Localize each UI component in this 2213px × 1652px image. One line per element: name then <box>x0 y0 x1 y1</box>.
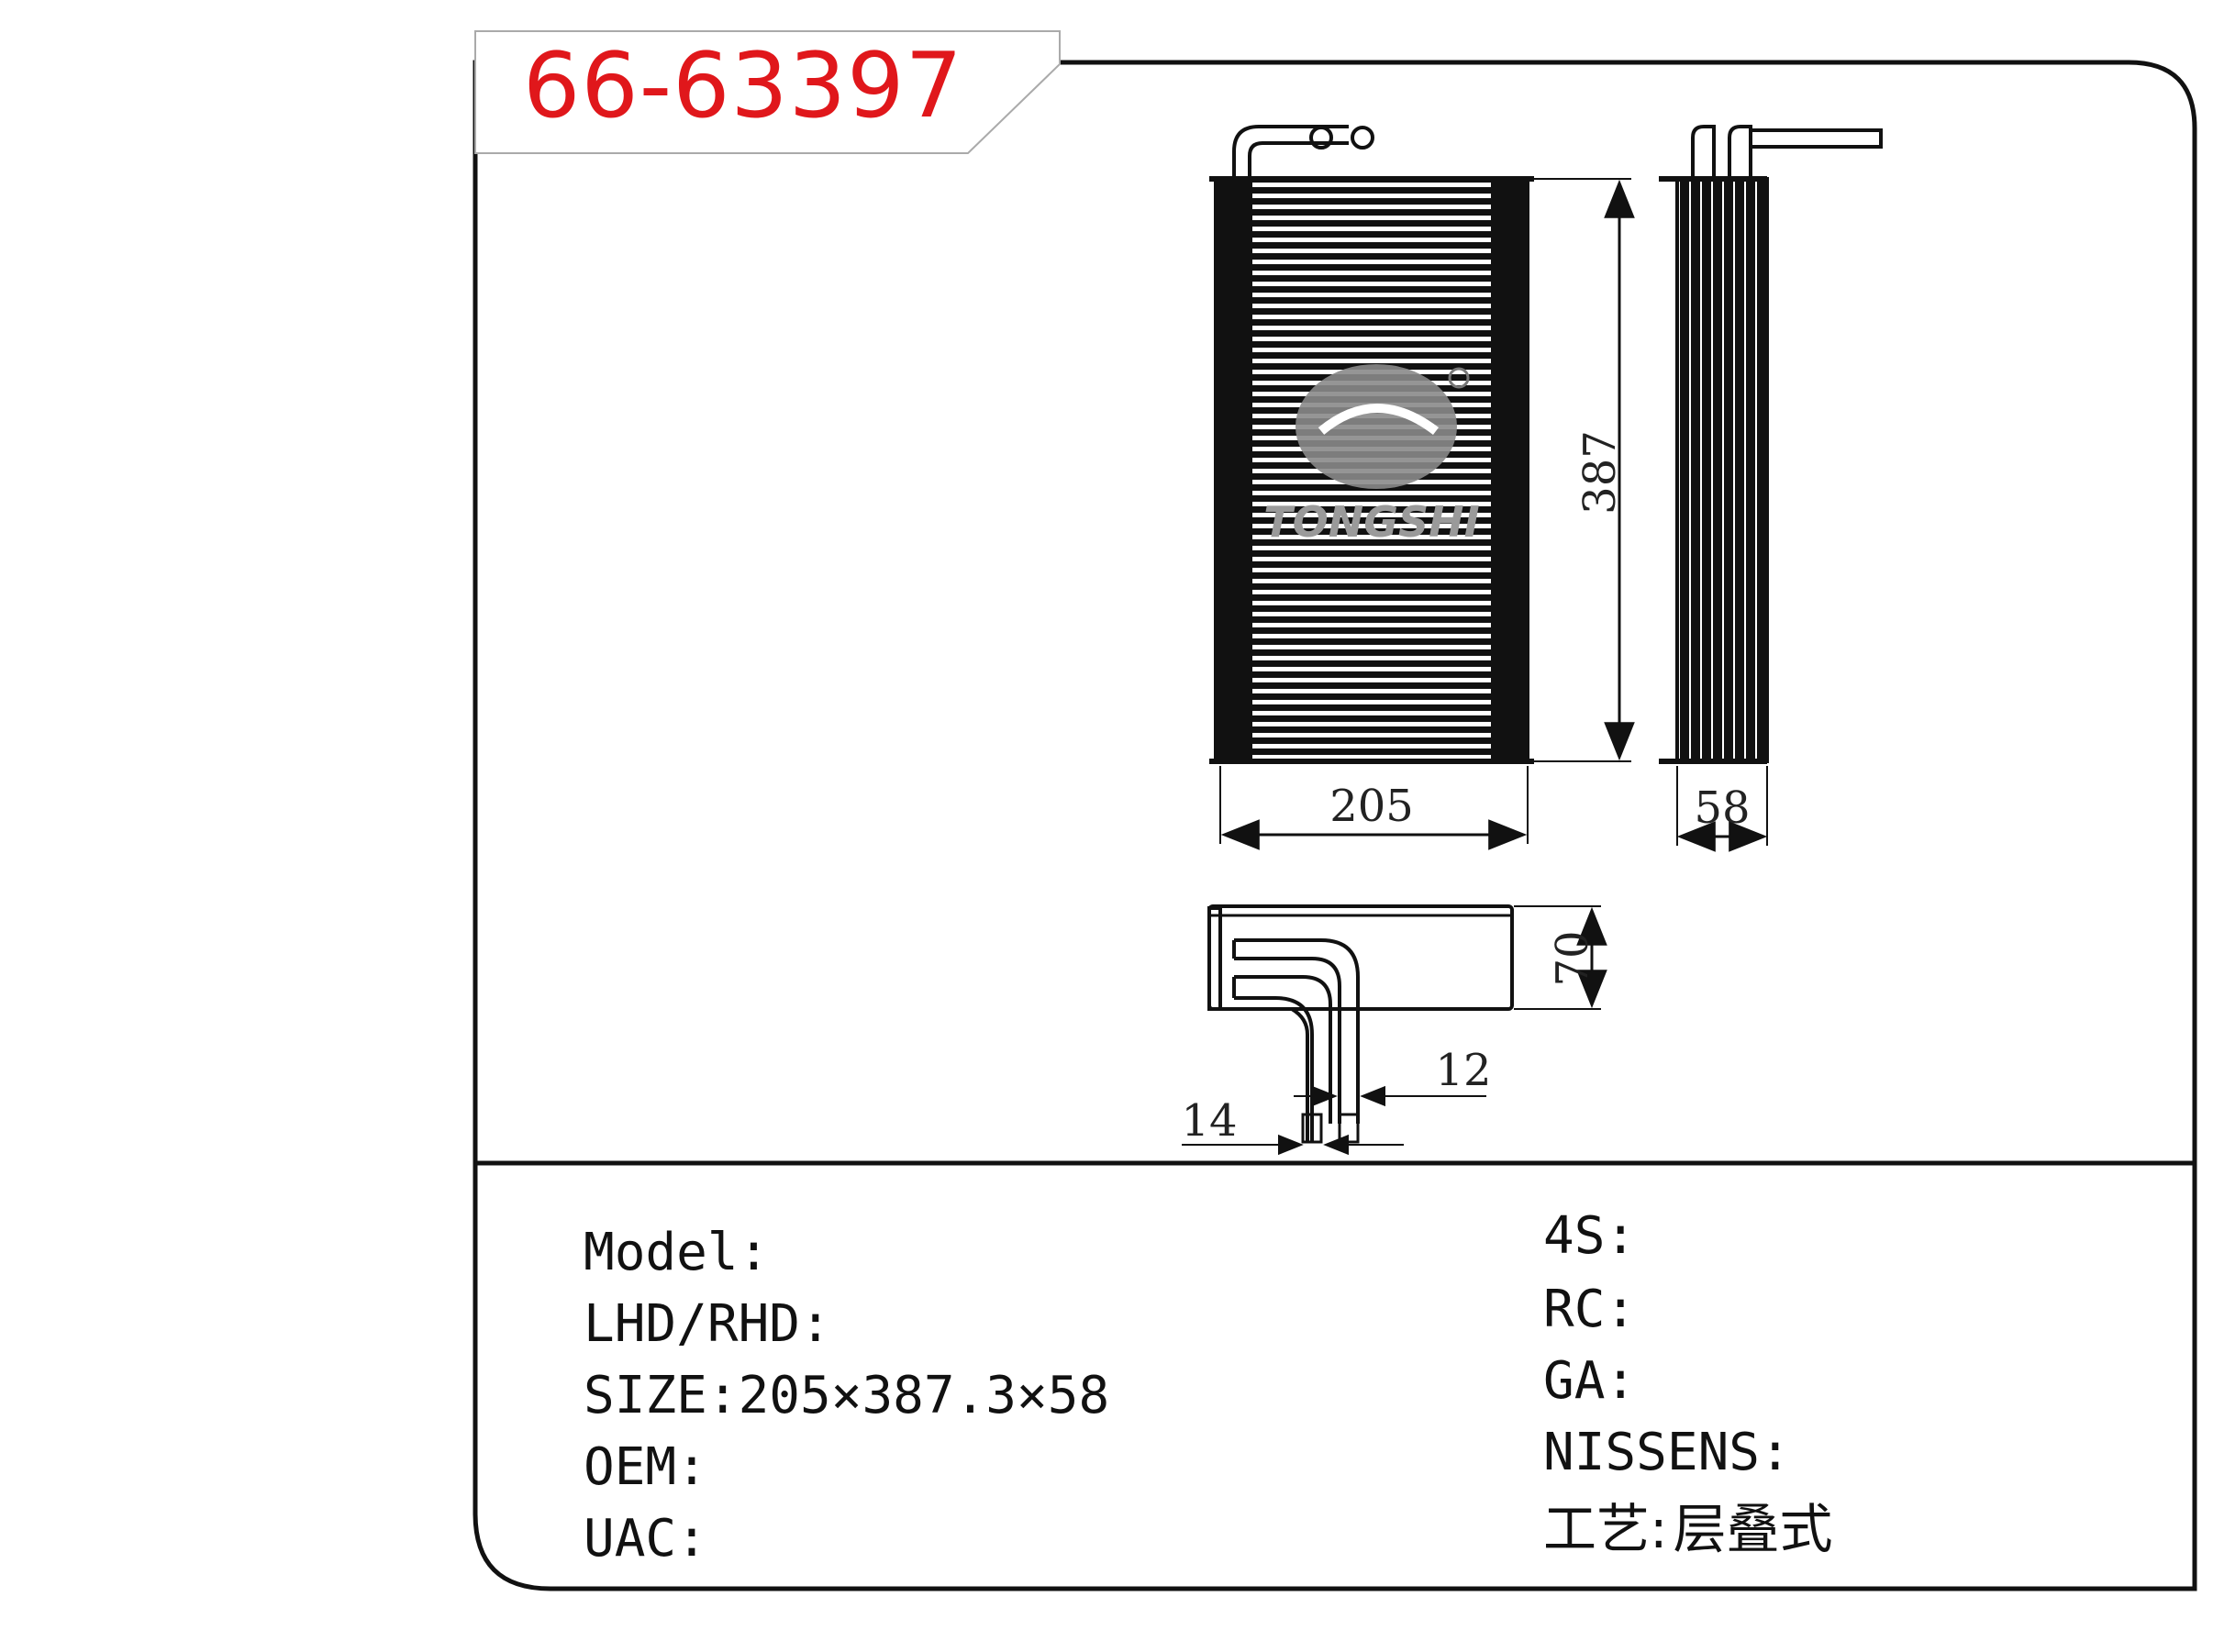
spec-oem: OEM: <box>584 1442 713 1493</box>
spec-label: UAC: <box>584 1509 707 1569</box>
spec-rc: RC: <box>1543 1284 1641 1336</box>
spec-size: SIZE:205×387.3×58 <box>584 1370 1109 1422</box>
side-view <box>1659 125 1883 764</box>
part-number-tab <box>474 30 1061 154</box>
spec-label: NISSENS: <box>1543 1423 1791 1482</box>
spec-process: 工艺:层叠式 <box>1543 1502 1833 1556</box>
spec-label: Model: <box>584 1223 770 1282</box>
front-view: TONGSHI <box>1209 125 1534 764</box>
dim-width: 205 <box>1329 781 1414 832</box>
spec-label: RC: <box>1543 1280 1637 1339</box>
dim-height: 387 <box>1574 430 1626 515</box>
dim-tank: 70 <box>1547 930 1598 986</box>
spec-label: OEM: <box>584 1437 707 1497</box>
spec-ga: GA: <box>1543 1356 1641 1407</box>
part-number: 66-63397 <box>523 34 963 139</box>
spec-label: SIZE: <box>584 1366 739 1425</box>
spec-model: Model: <box>584 1227 774 1279</box>
spec-lhd-rhd: LHD/RHD: <box>584 1299 837 1350</box>
spec-label: 4S: <box>1543 1206 1637 1266</box>
dim-pipe-a: 12 <box>1435 1045 1491 1096</box>
spec-label: LHD/RHD: <box>584 1294 831 1354</box>
brand-logo <box>1296 364 1457 489</box>
spec-label: GA: <box>1543 1351 1637 1411</box>
spec-4s: 4S: <box>1543 1211 1641 1262</box>
spec-uac: UAC: <box>584 1513 713 1565</box>
spec-value: 205×387.3×58 <box>738 1366 1110 1425</box>
outer-border <box>473 60 2197 1591</box>
brand-watermark: TONGSHI <box>1263 497 1479 547</box>
spec-value: 层叠式 <box>1673 1498 1833 1560</box>
dim-depth: 58 <box>1694 782 1750 834</box>
dim-pipe-b: 14 <box>1181 1095 1237 1147</box>
spec-label: 工艺: <box>1543 1498 1668 1560</box>
top-view <box>1207 904 1514 1144</box>
spec-nissens: NISSENS: <box>1543 1427 1796 1479</box>
